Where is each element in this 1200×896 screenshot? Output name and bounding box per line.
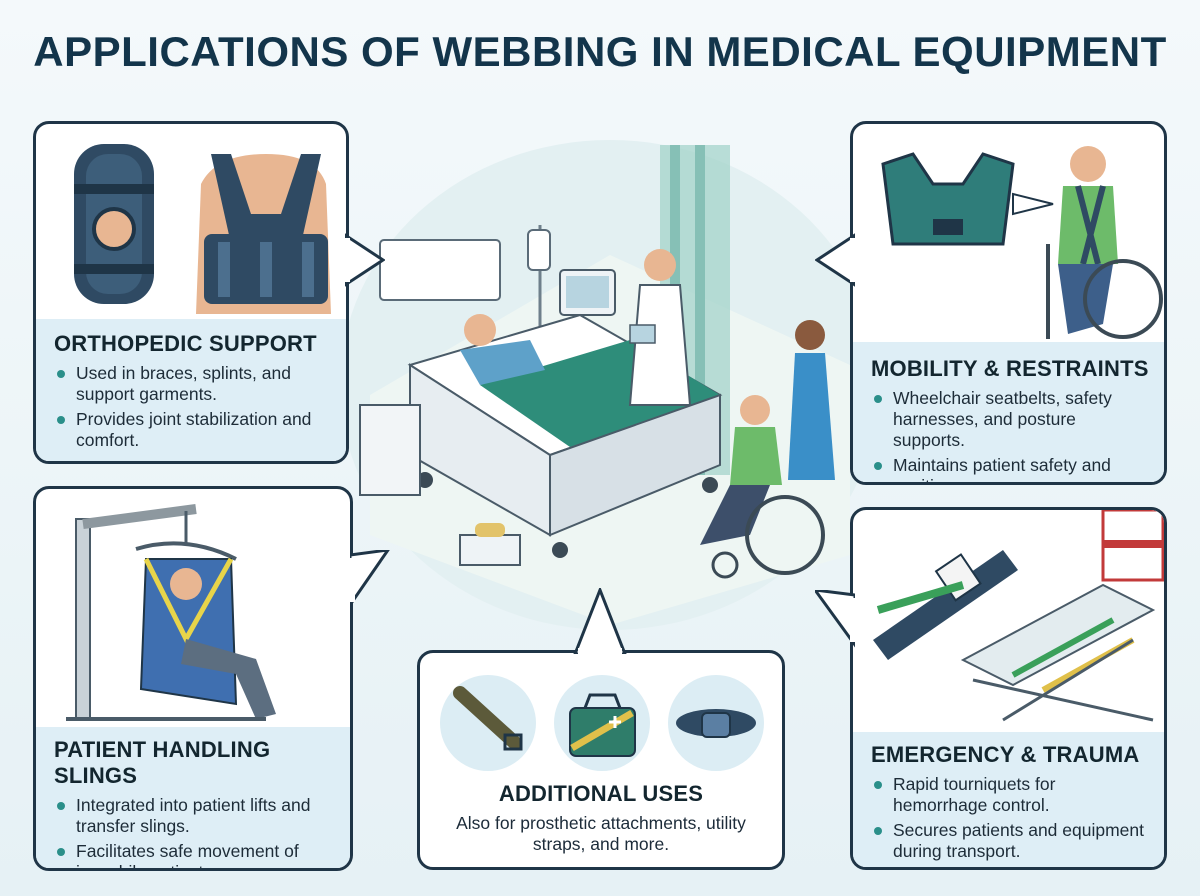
additional-uses-card: ADDITIONAL USES Also for prosthetic atta… xyxy=(417,650,785,870)
ortho-pointer xyxy=(345,233,385,287)
sling-pointer xyxy=(350,550,390,608)
wheelchair-icon xyxy=(1046,146,1163,339)
emergency-trauma-card: EMERGENCY & TRAUMA Rapid tourniquets for… xyxy=(850,507,1167,870)
additional-heading: ADDITIONAL USES xyxy=(498,781,704,806)
mobility-pointer xyxy=(815,233,855,287)
emergency-point-2: Secures patients and equipment during tr… xyxy=(871,820,1150,862)
medical-bag-icon xyxy=(569,693,636,757)
mobility-point-2: Maintains patient safety and position. xyxy=(871,455,1150,482)
orthopedic-point-2: Provides joint stabilization and comfort… xyxy=(54,409,332,451)
orthopedic-support-card: ORTHOPEDIC SUPPORT Used in braces, splin… xyxy=(33,121,349,464)
tourniquet-icon xyxy=(873,550,1018,660)
orthopedic-heading: ORTHOPEDIC SUPPORT xyxy=(54,331,317,356)
additional-pointer xyxy=(573,588,627,654)
knee-brace-icon xyxy=(74,144,154,304)
mobility-restraints-card: MOBILITY & RESTRAINTS Wheelchair seatbel… xyxy=(850,121,1167,485)
emergency-point-1: Rapid tourniquets for hemorrhage control… xyxy=(871,774,1150,816)
hospital-room-scene xyxy=(340,140,880,630)
wrist-band-icon xyxy=(676,709,756,738)
emergency-pointer xyxy=(815,590,855,648)
mobility-heading: MOBILITY & RESTRAINTS xyxy=(871,356,1149,381)
patient-handling-slings-card: PATIENT HANDLING SLINGS Integrated into … xyxy=(33,486,353,871)
vest-harness-icon xyxy=(881,152,1054,246)
stretcher-icon xyxy=(960,510,1164,722)
additional-body: Also for prosthetic attachments, utility… xyxy=(456,813,746,854)
orthopedic-point-1: Used in braces, splints, and support gar… xyxy=(54,363,332,405)
strap-icon xyxy=(453,686,523,751)
patient-lift-icon xyxy=(66,504,276,721)
emergency-heading: EMERGENCY & TRAUMA xyxy=(871,742,1140,767)
back-brace-icon xyxy=(196,154,331,314)
page-title: APPLICATIONS OF WEBBING IN MEDICAL EQUIP… xyxy=(33,28,1167,75)
mobility-point-1: Wheelchair seatbelts, safety harnesses, … xyxy=(871,388,1150,451)
slings-point-2: Facilitates safe movement of immobile pa… xyxy=(54,841,336,868)
slings-heading: PATIENT HANDLING SLINGS xyxy=(54,737,271,788)
slings-point-1: Integrated into patient lifts and transf… xyxy=(54,795,336,837)
